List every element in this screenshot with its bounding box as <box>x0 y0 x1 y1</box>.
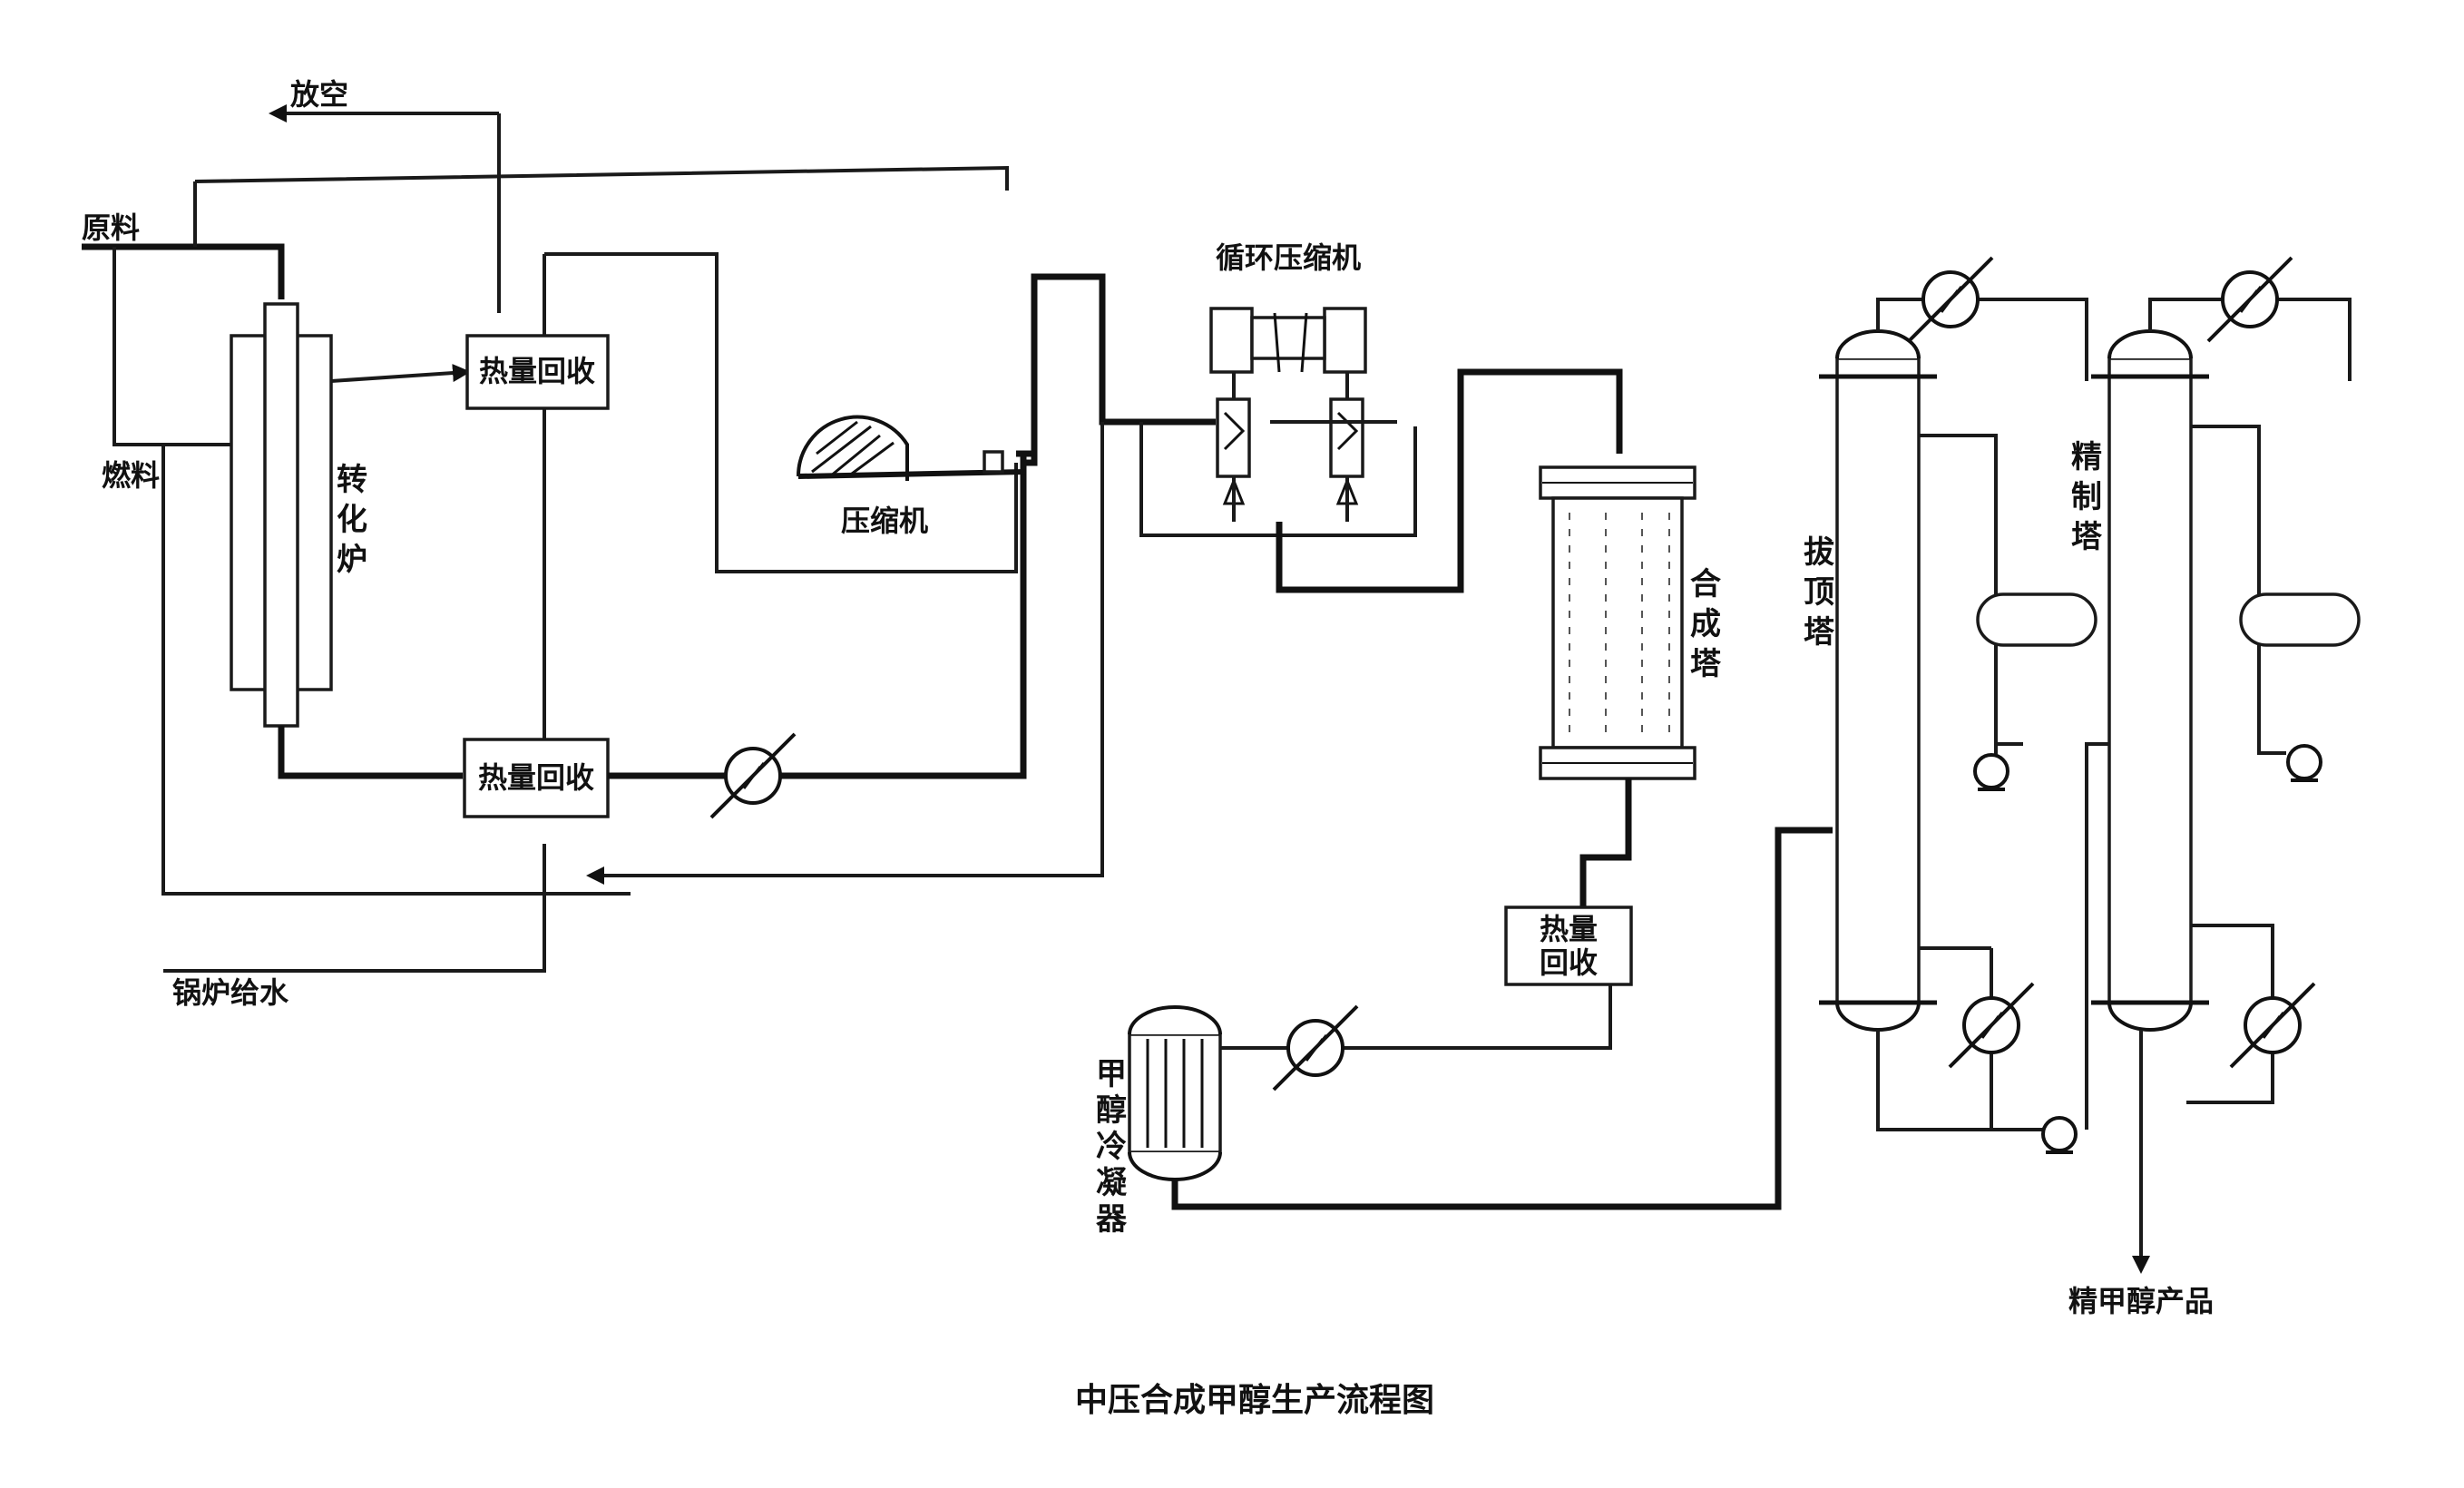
pump-3 <box>2286 744 2322 782</box>
reformer <box>230 302 333 728</box>
reflux-drum-1 <box>1976 592 2097 647</box>
reformer-label: 转化炉 <box>337 462 367 578</box>
heat-recovery-box-top: 热量回收 <box>465 334 610 410</box>
cooled-gas-line <box>608 450 1034 819</box>
heat-recovery-box-bottom: 热量回收 <box>463 738 610 818</box>
pump-1 <box>1973 753 2009 791</box>
compressor <box>796 415 1026 481</box>
heat-recovery-right-label-1: 热量 <box>1540 912 1598 946</box>
refining-tower-lines <box>2132 256 2352 1274</box>
boiler-feed-water-label: 锅炉给水 <box>172 975 289 1010</box>
refining-tower-label: 精制塔 <box>2071 439 2103 555</box>
synthesis-tower-lines <box>1579 778 1632 907</box>
heat-recovery-right-label-2: 回收 <box>1540 945 1598 980</box>
compressor-outlet-line <box>586 273 1417 885</box>
heat-recovery-top-label: 热量回收 <box>479 354 595 388</box>
feed-line <box>82 112 1009 446</box>
to-condenser-line <box>1209 984 1612 1092</box>
heat-recovery-box-right: 热量 回收 <box>1504 906 1633 986</box>
fuel-label: 燃料 <box>102 458 160 493</box>
feed-label: 原料 <box>82 210 140 245</box>
vent-label: 放空 <box>290 77 348 112</box>
heat-recovery-bottom-label: 热量回收 <box>478 760 594 795</box>
topping-tower-label: 拔顶塔 <box>1804 534 1835 651</box>
refining-tower <box>2091 329 2209 1032</box>
methanol-condenser-label: 甲醇冷凝器 <box>1096 1056 1128 1238</box>
recycle-compressor <box>1209 307 1623 593</box>
synthesis-tower <box>1539 465 1696 780</box>
reformer-lines <box>161 252 1018 973</box>
reflux-drum-2 <box>2239 592 2361 647</box>
diagram-caption: 中压合成甲醇生产流程图 <box>1075 1381 1434 1419</box>
synthesis-tower-label: 合成塔 <box>1690 566 1722 682</box>
product-label: 精甲醇产品 <box>2068 1284 2214 1318</box>
topping-tower <box>1819 329 1937 1032</box>
methanol-condenser <box>1128 1005 1222 1181</box>
condenser-outlet-line <box>1171 827 1833 1210</box>
pump-2 <box>2041 1116 2078 1154</box>
compressor-label: 压缩机 <box>841 504 928 538</box>
recycle-compressor-label: 循环压缩机 <box>1216 240 1361 275</box>
